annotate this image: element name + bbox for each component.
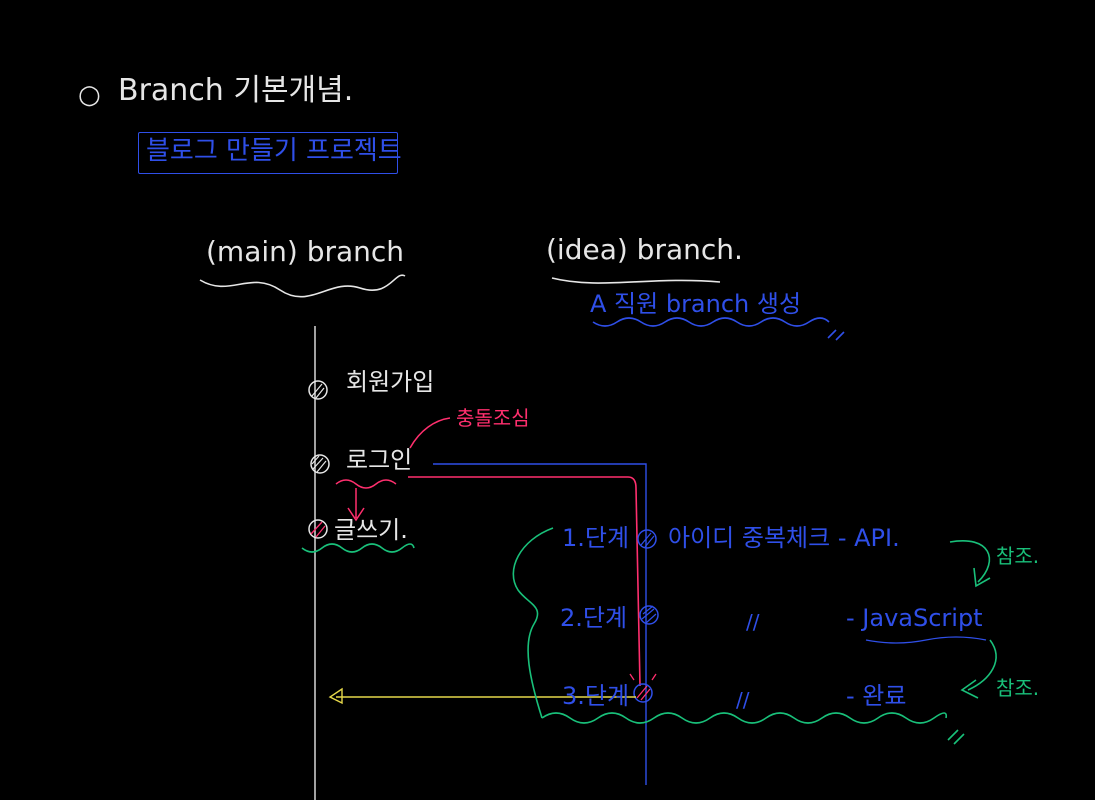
reference-note-2: 참조. <box>996 676 1040 700</box>
idea-branch-note: A 직원 branch 생성 <box>590 290 802 318</box>
main-commit-label-3: 글쓰기. <box>334 516 408 544</box>
main-commit-label-1: 회원가입 <box>346 368 435 396</box>
conflict-arrow <box>347 488 365 522</box>
write-underline <box>301 543 415 553</box>
idea-step-2-desc: - JavaScript <box>846 604 983 632</box>
idea-branch-label: (idea) branch. <box>546 233 743 266</box>
conflict-wave <box>335 479 397 489</box>
idea-step-1: 1.단계 <box>562 524 630 552</box>
merge-arrow-head <box>328 687 343 705</box>
idea-step-3: 3.단계 <box>562 682 630 710</box>
idea-note-underline <box>592 317 830 327</box>
reference-note-1: 참조. <box>996 544 1040 568</box>
idea-step-2-ditto: // <box>746 610 760 634</box>
idea-step-1-desc: 아이디 중복체크 - API. <box>668 524 900 552</box>
reference-arrow-2 <box>967 639 997 691</box>
idea-step-2: 2.단계 <box>560 604 628 632</box>
subtitle-box <box>138 132 398 174</box>
idea-branch-underline <box>551 277 721 284</box>
idea-step-marker-1 <box>637 529 657 549</box>
bullet-icon: ○ <box>78 80 101 110</box>
main-branch-label: (main) branch <box>206 235 405 268</box>
reference-arrowhead-2 <box>960 679 979 699</box>
main-commit-marker-2 <box>310 454 330 474</box>
idea-step-3-ditto: // <box>736 688 750 712</box>
page-title: Branch 기본개념. <box>118 73 354 108</box>
steps-wave <box>541 712 948 724</box>
idea-step-marker-2 <box>639 605 659 625</box>
reference-arrowhead-1 <box>973 567 991 588</box>
idea-note-underline-ticks <box>827 329 845 341</box>
subtitle: 블로그 만들기 프로젝트 <box>146 136 402 166</box>
idea-step-3-desc: - 완료 <box>846 682 907 710</box>
main-commit-marker-1 <box>308 380 328 400</box>
main-commit-marker-3 <box>308 519 328 539</box>
conflict-path <box>408 476 641 687</box>
reference-arrow-1 <box>949 540 991 583</box>
conflict-note-pointer <box>409 417 451 449</box>
steps-brace <box>512 527 554 719</box>
conflict-note: 충돌조심 <box>456 406 530 430</box>
idea-branch-line <box>433 463 647 785</box>
javascript-underline <box>865 636 987 644</box>
idea-step-marker-3 <box>629 673 657 703</box>
steps-wave-ticks <box>947 729 965 745</box>
main-branch-underline <box>199 274 406 298</box>
main-commit-label-2: 로그인 <box>346 446 413 474</box>
